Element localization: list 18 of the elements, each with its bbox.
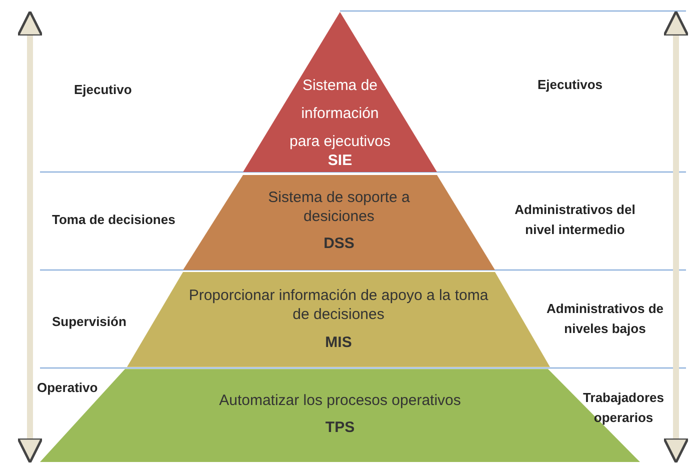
level-acronym: TPS — [324, 419, 356, 436]
pyramid-level — [183, 175, 495, 270]
level-description: Sistema de soporte a desiciones — [267, 188, 411, 226]
level-label: Toma de decisiones — [52, 211, 176, 229]
level-acronym: DSS — [322, 235, 356, 252]
level-label: Operativo — [37, 379, 99, 397]
level-description: Automatizar los procesos operativos — [218, 391, 462, 410]
role-label: Ejecutivos — [536, 76, 604, 94]
level-acronym: MIS — [324, 334, 353, 351]
role-label: Trabajadores operarios — [582, 389, 665, 427]
level-description: Sistema de información para ejecutivos — [288, 76, 392, 152]
role-label: Administrativos del nivel intermedio — [514, 201, 636, 239]
pyramid-level — [243, 12, 437, 172]
level-acronym: SIE — [326, 152, 354, 169]
level-label: Supervisión — [52, 313, 128, 331]
role-label: Administrativos de niveles bajos — [545, 300, 665, 338]
level-label: Ejecutivo — [74, 81, 133, 99]
level-description: Proporcionar información de apoyo a la toma de decisiones — [188, 286, 488, 324]
